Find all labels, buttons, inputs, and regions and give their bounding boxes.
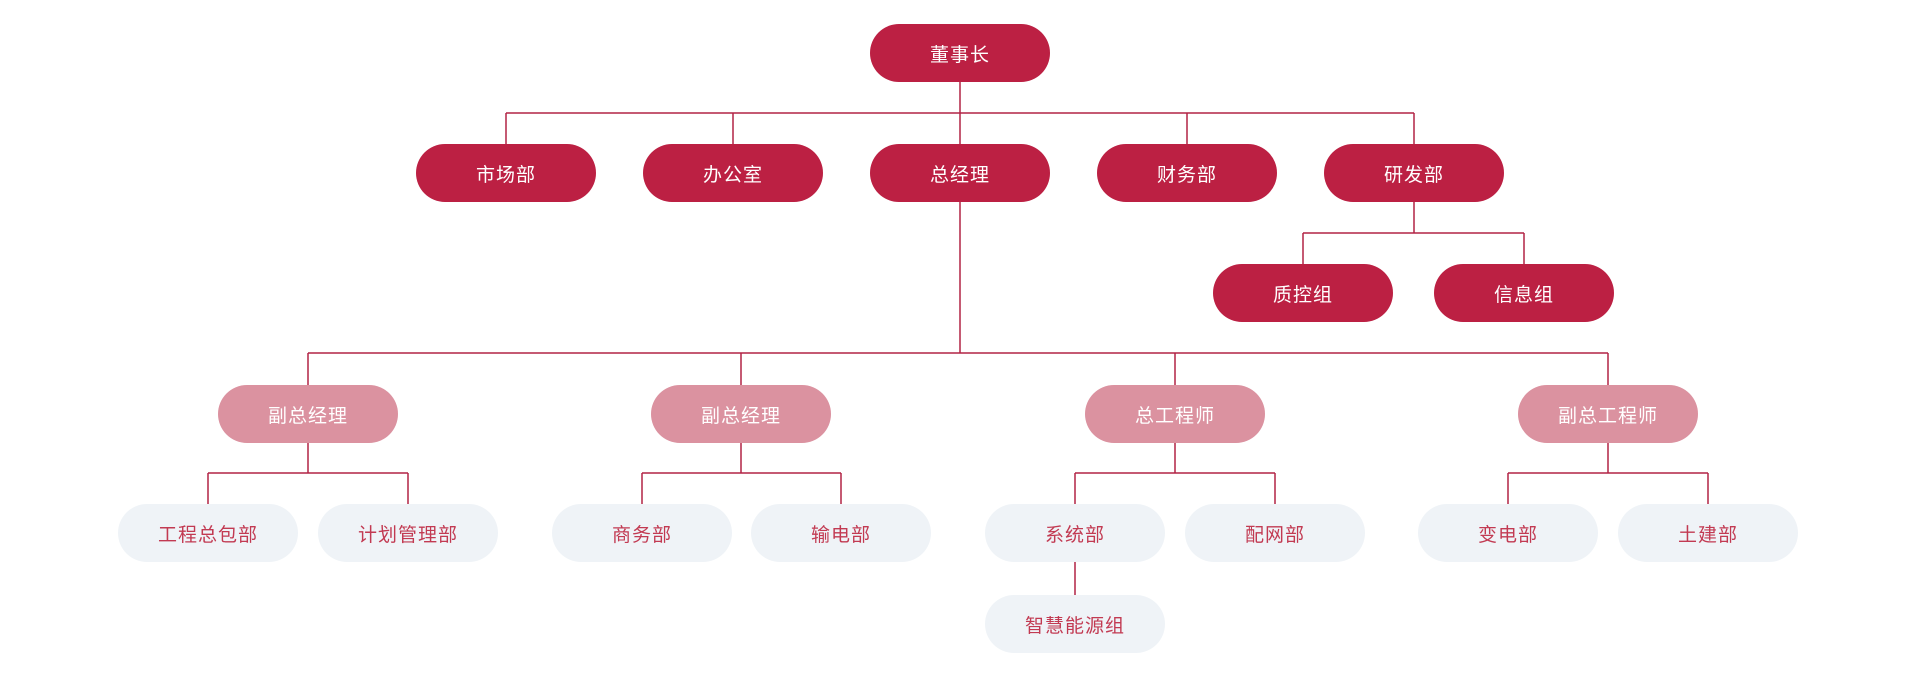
node-label: 财务部 <box>1156 164 1217 186</box>
node-planning-management-dept: 计划管理部 <box>318 504 498 562</box>
node-label: 总经理 <box>929 164 990 186</box>
node-label: 总工程师 <box>1134 405 1215 427</box>
node-rnd-dept: 研发部 <box>1324 144 1504 202</box>
node-deputy-chief-engineer: 副总工程师 <box>1518 385 1698 443</box>
node-deputy-gm-1: 副总经理 <box>218 385 398 443</box>
node-chief-engineer: 总工程师 <box>1085 385 1265 443</box>
node-smart-energy-group: 智慧能源组 <box>985 595 1165 653</box>
node-general-manager: 总经理 <box>870 144 1050 202</box>
node-substation-dept: 变电部 <box>1418 504 1598 562</box>
node-label: 土建部 <box>1677 524 1738 546</box>
node-label: 配网部 <box>1244 524 1305 546</box>
node-label: 计划管理部 <box>357 524 458 546</box>
node-transmission-dept: 输电部 <box>751 504 931 562</box>
node-label: 副总工程师 <box>1557 405 1658 427</box>
node-label: 输电部 <box>810 524 871 546</box>
node-commerce-dept: 商务部 <box>552 504 732 562</box>
node-information-group: 信息组 <box>1434 264 1614 322</box>
node-finance-dept: 财务部 <box>1097 144 1277 202</box>
node-label: 办公室 <box>702 164 763 186</box>
node-label: 质控组 <box>1272 284 1333 306</box>
node-label: 副总经理 <box>267 405 348 427</box>
node-label: 商务部 <box>611 524 672 546</box>
node-quality-control-group: 质控组 <box>1213 264 1393 322</box>
node-label: 信息组 <box>1493 284 1554 306</box>
node-chairman: 董事长 <box>870 24 1050 82</box>
node-system-dept: 系统部 <box>985 504 1165 562</box>
node-deputy-gm-2: 副总经理 <box>651 385 831 443</box>
node-label: 董事长 <box>929 44 990 66</box>
node-label: 智慧能源组 <box>1024 615 1125 637</box>
node-civil-engineering-dept: 土建部 <box>1618 504 1798 562</box>
node-label: 副总经理 <box>700 405 781 427</box>
node-label: 系统部 <box>1044 524 1105 546</box>
node-office: 办公室 <box>643 144 823 202</box>
node-marketing-dept: 市场部 <box>416 144 596 202</box>
node-label: 研发部 <box>1383 164 1444 186</box>
node-label: 变电部 <box>1477 524 1538 546</box>
node-epc-dept: 工程总包部 <box>118 504 298 562</box>
node-label: 工程总包部 <box>157 524 258 546</box>
node-label: 市场部 <box>475 164 536 186</box>
node-distribution-network-dept: 配网部 <box>1185 504 1365 562</box>
